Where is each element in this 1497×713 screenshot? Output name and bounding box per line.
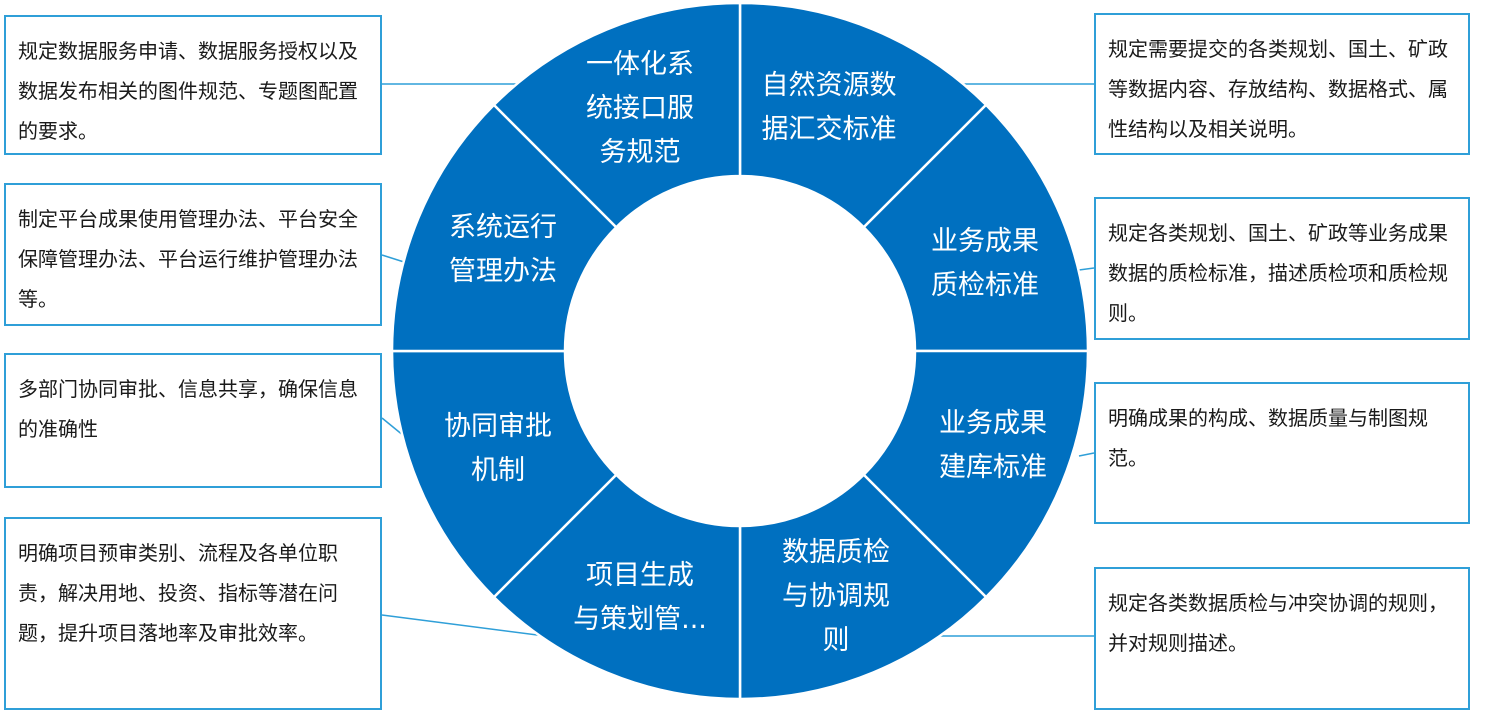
segment-label: 统接口服 bbox=[586, 93, 694, 124]
note-left-1: 规定数据服务申请、数据服务授权以及数据发布相关的图件规范、专题图配置的要求。 bbox=[4, 15, 382, 155]
ring-segments bbox=[390, 1, 1090, 701]
segment-label: 机制 bbox=[471, 455, 525, 486]
note-text: 规定各类数据质检与冲突协调的规则，并对规则描述。 bbox=[1108, 591, 1448, 655]
note-text: 规定数据服务申请、数据服务授权以及数据发布相关的图件规范、专题图配置的要求。 bbox=[18, 39, 358, 143]
connector-line bbox=[1078, 452, 1095, 457]
segment-label: 协同审批 bbox=[444, 411, 552, 442]
connector-line bbox=[1078, 267, 1095, 271]
connector-line bbox=[381, 254, 405, 263]
segment-label: 管理办法 bbox=[449, 256, 557, 287]
ring-segment bbox=[390, 349, 619, 599]
ring-segment bbox=[738, 1, 988, 230]
note-left-4: 明确项目预审类别、流程及各单位职责，解决用地、投资、指标等潜在问题，提升项目落地… bbox=[4, 517, 382, 710]
note-text: 规定需要提交的各类规划、国土、矿政等数据内容、存放结构、数据格式、属性结构以及相… bbox=[1108, 37, 1448, 141]
segment-labels: 自然资源数据汇交标准业务成果质检标准业务成果建库标准数据质检与协调规则项目生成与… bbox=[444, 49, 1047, 656]
connector-line bbox=[381, 614, 546, 637]
segment-label: 业务成果 bbox=[939, 408, 1047, 439]
segment-label: 一体化系 bbox=[586, 49, 694, 80]
ring-segment bbox=[390, 103, 619, 353]
segment-label: 质检标准 bbox=[931, 270, 1039, 301]
note-right-1: 规定需要提交的各类规划、国土、矿政等数据内容、存放结构、数据格式、属性结构以及相… bbox=[1094, 13, 1470, 155]
ring-segment bbox=[861, 349, 1090, 599]
note-text: 明确成果的构成、数据质量与制图规范。 bbox=[1108, 406, 1428, 470]
note-text: 多部门协同审批、信息共享，确保信息的准确性 bbox=[18, 377, 358, 441]
note-right-4: 规定各类数据质检与冲突协调的规则，并对规则描述。 bbox=[1094, 567, 1470, 710]
segment-label: 自然资源数 bbox=[762, 70, 897, 101]
ring-segment bbox=[738, 472, 988, 701]
segment-label: 与策划管... bbox=[573, 604, 707, 635]
segment-label: 项目生成 bbox=[586, 560, 694, 591]
note-text: 规定各类规划、国土、矿政等业务成果数据的质检标准，描述质检项和质检规则。 bbox=[1108, 221, 1448, 325]
note-left-3: 多部门协同审批、信息共享，确保信息的准确性 bbox=[4, 353, 382, 488]
segment-label: 数据质检 bbox=[782, 537, 890, 568]
ring-segment bbox=[492, 472, 742, 701]
ring-segment bbox=[861, 103, 1090, 353]
segment-label: 据汇交标准 bbox=[762, 114, 897, 145]
segment-label: 务规范 bbox=[600, 137, 681, 168]
note-text: 制定平台成果使用管理办法、平台安全保障管理办法、平台运行维护管理办法等。 bbox=[18, 207, 358, 311]
note-left-2: 制定平台成果使用管理办法、平台安全保障管理办法、平台运行维护管理办法等。 bbox=[4, 183, 382, 326]
segment-label: 系统运行 bbox=[449, 212, 557, 243]
connector-lines bbox=[381, 83, 1095, 637]
segment-label: 建库标准 bbox=[939, 452, 1047, 483]
ring-segment bbox=[492, 1, 742, 230]
note-text: 明确项目预审类别、流程及各单位职责，解决用地、投资、指标等潜在问题，提升项目落地… bbox=[18, 541, 338, 645]
note-right-3: 明确成果的构成、数据质量与制图规范。 bbox=[1094, 382, 1470, 524]
segment-label: 业务成果 bbox=[931, 226, 1039, 257]
note-right-2: 规定各类规划、国土、矿政等业务成果数据的质检标准，描述质检项和质检规则。 bbox=[1094, 197, 1470, 340]
connector-line bbox=[381, 417, 405, 437]
segment-label: 则 bbox=[823, 625, 850, 656]
segment-label: 与协调规 bbox=[782, 581, 890, 612]
